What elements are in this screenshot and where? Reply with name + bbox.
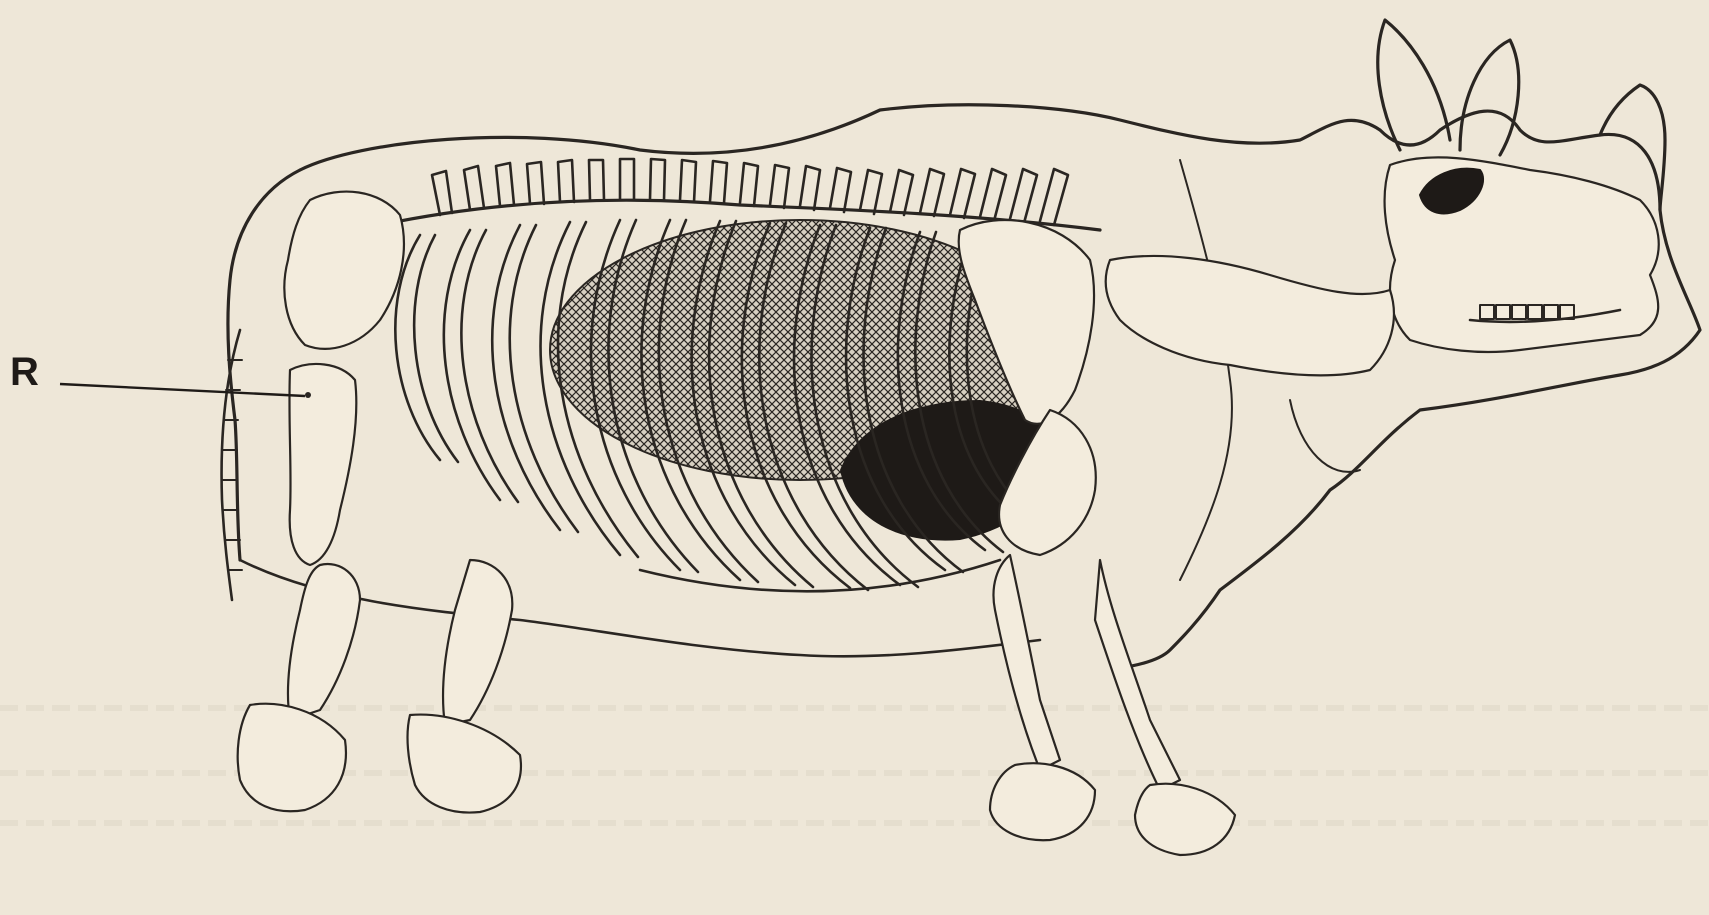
rump-outline [228, 170, 300, 560]
forefoot [990, 763, 1095, 840]
forefoot-far [1135, 784, 1235, 855]
belly-outline [240, 560, 1040, 656]
femur-head-marker [305, 392, 311, 398]
forearm-far [1095, 560, 1180, 790]
sternum [640, 560, 1000, 591]
neck-fold [1180, 160, 1232, 580]
label-R: R [10, 352, 39, 392]
tibia [288, 564, 360, 720]
shoulder-fold [1290, 400, 1360, 472]
hind-foot [238, 704, 346, 811]
label-R-pointer-line [60, 384, 305, 396]
forearm-bones [993, 555, 1060, 770]
cervical-vertebrae [1106, 256, 1394, 375]
pelvis [284, 192, 404, 349]
hind-foot-far [408, 715, 521, 813]
femur-R [289, 364, 356, 565]
tibia-far [443, 560, 512, 725]
vertebral-processes [432, 159, 1068, 225]
teeth-row [1480, 305, 1574, 319]
ear-right [1460, 40, 1519, 155]
